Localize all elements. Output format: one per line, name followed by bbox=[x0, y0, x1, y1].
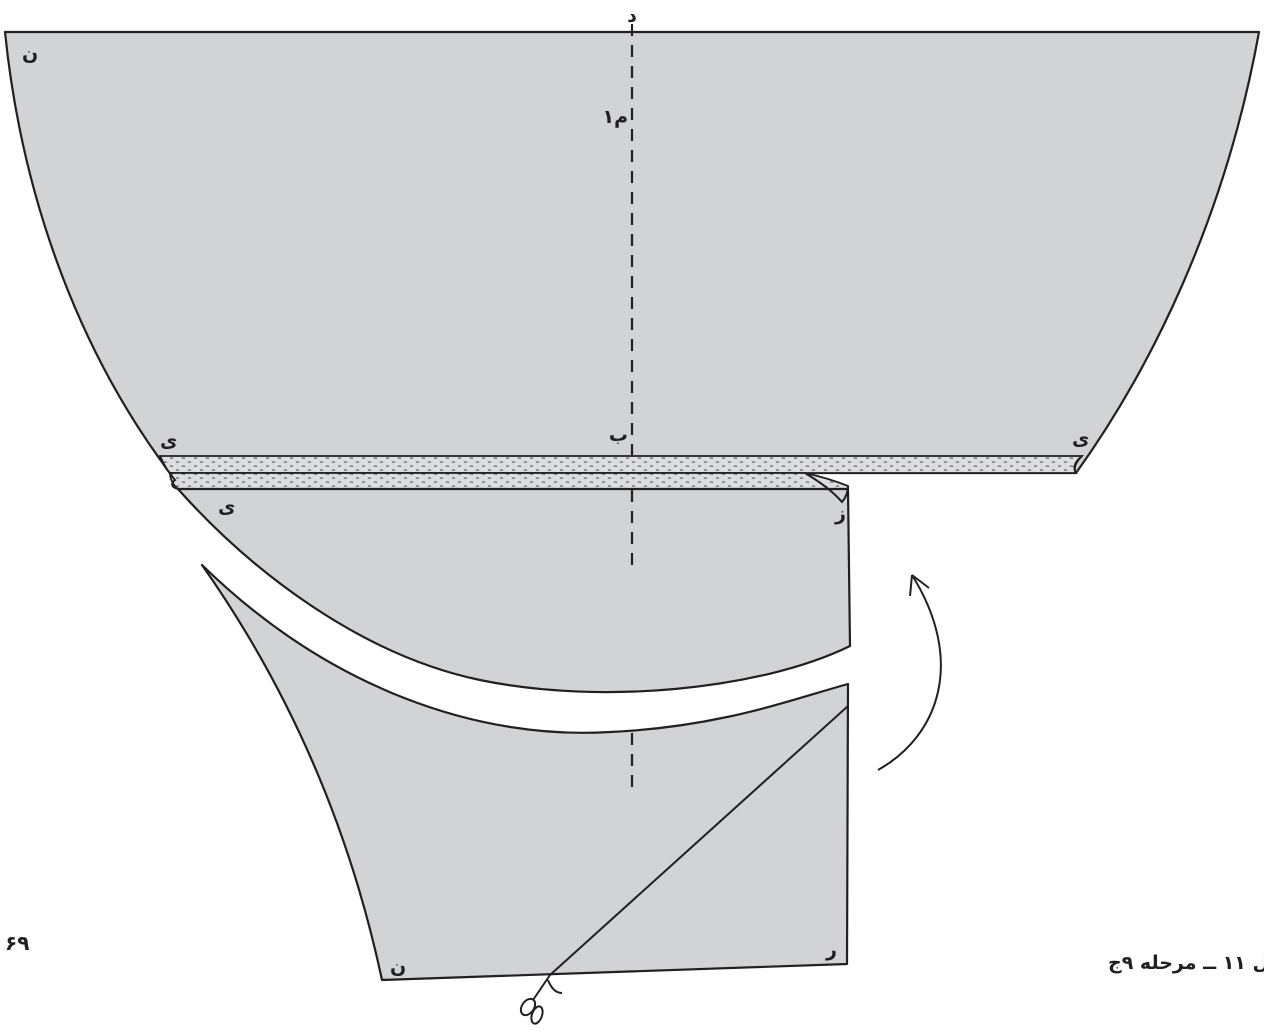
label-m1: م۱ bbox=[602, 106, 628, 128]
label-y-right: ی bbox=[1072, 428, 1089, 450]
cutting-line bbox=[549, 705, 849, 976]
page-number: ۶۹ bbox=[5, 931, 29, 955]
curved-arrow-icon bbox=[877, 574, 942, 771]
lower-middle-piece bbox=[176, 487, 852, 694]
label-z: ز bbox=[834, 503, 846, 525]
label-n-bottom: ن bbox=[390, 956, 406, 978]
strip-curl-right bbox=[1073, 455, 1083, 474]
label-y-left: ی bbox=[160, 430, 177, 452]
label-d: د bbox=[627, 5, 637, 27]
strip-curl-left bbox=[159, 455, 179, 490]
seam-allowance-strip bbox=[158, 455, 1085, 474]
scissors-icon bbox=[519, 974, 563, 1025]
figure-caption: شکل ۱۱ ــ مرحله ۹ج bbox=[1108, 952, 1264, 974]
label-y-lower: ی bbox=[218, 496, 235, 518]
folded-strip bbox=[169, 472, 849, 490]
label-b: ب bbox=[609, 424, 628, 446]
label-n-top: ن bbox=[22, 43, 38, 65]
corner-fold bbox=[804, 472, 849, 504]
cut-bottom-piece bbox=[200, 563, 850, 982]
label-r: ر bbox=[825, 939, 837, 961]
